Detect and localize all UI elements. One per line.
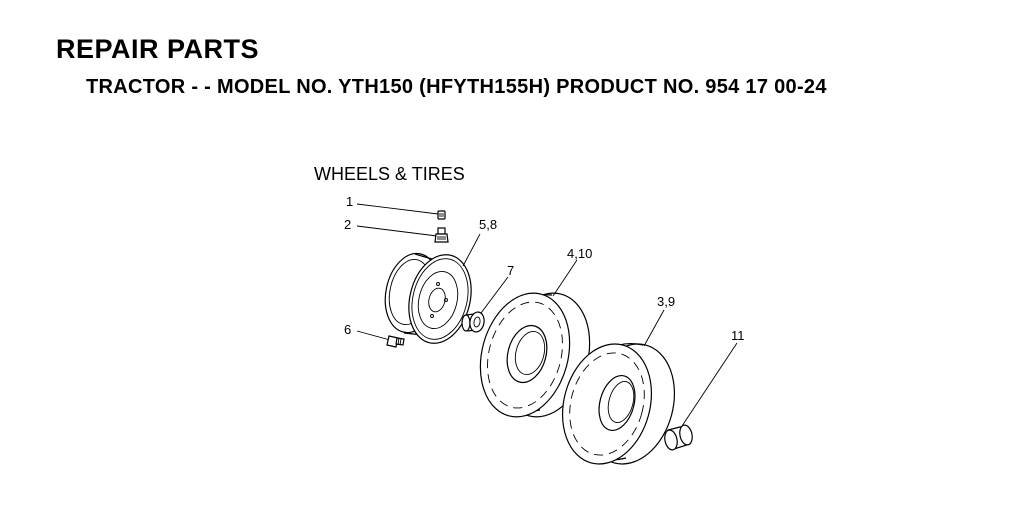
callout-7: 7 — [507, 263, 514, 278]
hub-cap-part — [664, 342, 738, 451]
page-title: REPAIR PARTS — [56, 34, 260, 64]
valve-cap-part — [356, 203, 446, 220]
front-tire-part — [479, 259, 591, 418]
lug-bolt-part — [356, 330, 405, 348]
callout-6: 6 — [344, 322, 351, 337]
rim-part — [384, 233, 481, 344]
section-title: WHEELS & TIRES — [314, 164, 465, 184]
bearing-part — [461, 276, 509, 333]
valve-stem-part — [356, 225, 449, 243]
rear-tire-part — [561, 309, 676, 465]
callout-11: 11 — [731, 328, 745, 343]
callout-5-8: 5,8 — [479, 217, 497, 232]
callout-1: 1 — [346, 194, 353, 209]
callout-3-9: 3,9 — [657, 294, 675, 309]
callout-4-10: 4,10 — [567, 246, 592, 261]
page-subtitle: TRACTOR - - MODEL NO. YTH150 (HFYTH155H)… — [86, 76, 827, 98]
callout-2: 2 — [344, 217, 351, 232]
